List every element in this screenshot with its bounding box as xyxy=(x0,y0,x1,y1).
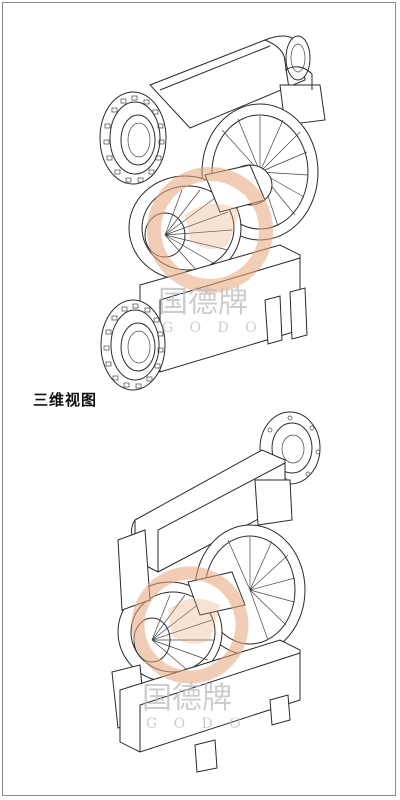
bottom-top-manifold xyxy=(131,449,293,573)
top-watermark xyxy=(147,167,273,293)
top-flange-upper xyxy=(99,91,167,185)
pump-view-top: 国德牌 G O D O xyxy=(99,35,326,391)
view-caption: 三维视图 xyxy=(33,391,98,409)
top-watermark-latin: G O D O xyxy=(162,320,263,336)
pump-view-bottom: 国德牌 G O D O xyxy=(111,411,321,773)
top-flange-lower xyxy=(100,299,166,391)
bottom-watermark xyxy=(131,566,249,684)
bottom-base xyxy=(119,639,301,773)
top-watermark-chinese: 国德牌 xyxy=(158,285,248,320)
bottom-watermark-chinese: 国德牌 xyxy=(142,681,232,716)
bottom-watermark-latin: G O D O xyxy=(146,716,247,732)
